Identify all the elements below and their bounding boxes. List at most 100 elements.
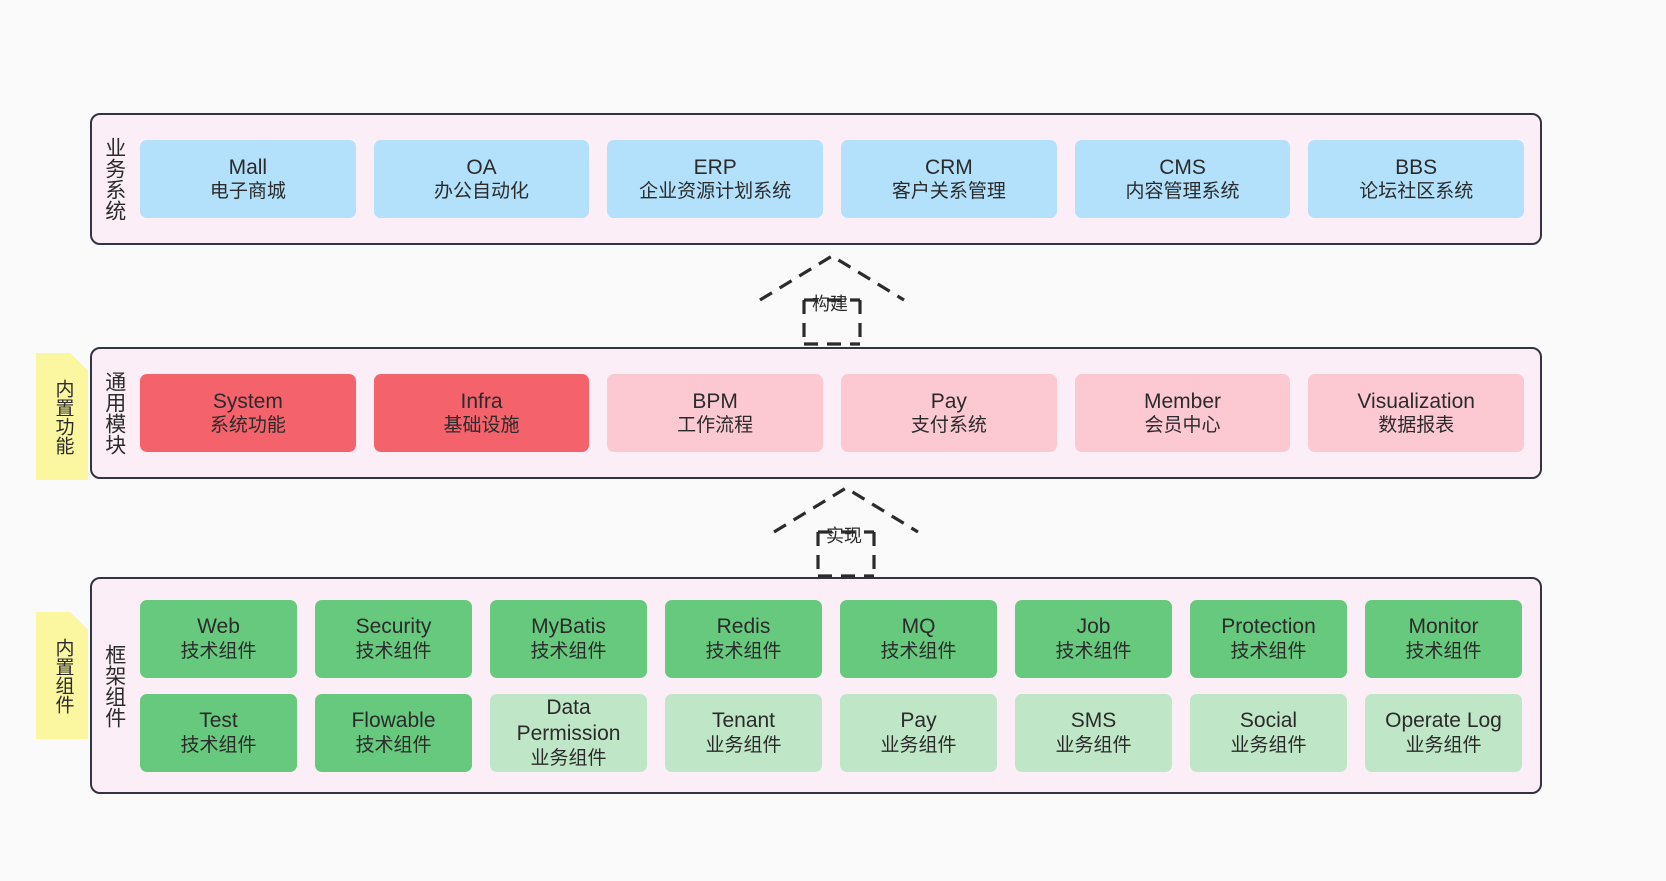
card-title: ERP xyxy=(693,155,737,179)
card-title: Infra xyxy=(460,389,503,413)
card-subtitle: 基础设施 xyxy=(443,415,520,437)
card-flowable[interactable]: Flowable 技术组件 xyxy=(315,693,472,772)
card-subtitle: 办公自动化 xyxy=(434,181,530,203)
card-title: Pay xyxy=(930,389,967,413)
layer-framework-components-label: 框架组件 xyxy=(102,643,126,728)
card-test[interactable]: Test 技术组件 xyxy=(140,693,297,772)
card-subtitle: 工作流程 xyxy=(677,415,754,437)
card-row: Test 技术组件 Flowable 技术组件 Data Permission … xyxy=(140,693,1522,772)
card-subtitle: 业务组件 xyxy=(1055,734,1132,756)
card-title: CMS xyxy=(1159,155,1206,179)
card-subtitle: 技术组件 xyxy=(180,734,257,756)
card-subtitle: 技术组件 xyxy=(705,640,782,662)
note-builtin-components[interactable]: 内置组件 xyxy=(36,612,88,739)
layer-framework-components[interactable]: 框架组件 Web 技术组件 Security 技术组件 MyBatis 技术组件… xyxy=(90,577,1542,794)
card-visualization[interactable]: Visualization 数据报表 xyxy=(1308,374,1525,452)
card-title: Flowable xyxy=(351,709,436,733)
layer-business-systems[interactable]: 业务系统 Mall 电子商城 OA 办公自动化 ERP 企业资源计划系统 CRM… xyxy=(90,113,1542,245)
card-data-permission[interactable]: Data Permission 业务组件 xyxy=(490,693,647,772)
card-subtitle: 技术组件 xyxy=(355,734,432,756)
card-row: System 系统功能 Infra 基础设施 BPM 工作流程 Pay 支付系统… xyxy=(140,374,1525,452)
card-row: Mall 电子商城 OA 办公自动化 ERP 企业资源计划系统 CRM 客户关系… xyxy=(140,140,1525,218)
card-title: Protection xyxy=(1221,615,1316,639)
card-subtitle: 会员中心 xyxy=(1144,415,1221,437)
card-subtitle: 系统功能 xyxy=(209,415,286,437)
card-title: Monitor xyxy=(1408,615,1479,639)
card-web[interactable]: Web 技术组件 xyxy=(140,599,297,678)
card-title: Member xyxy=(1144,389,1222,413)
card-subtitle: 业务组件 xyxy=(1230,734,1307,756)
layer-common-modules-body: System 系统功能 Infra 基础设施 BPM 工作流程 Pay 支付系统… xyxy=(136,349,1540,477)
card-title: BPM xyxy=(692,389,738,413)
note-builtin-features[interactable]: 内置功能 xyxy=(36,353,88,480)
arrow-build-label: 构建 xyxy=(812,294,848,314)
card-title: MQ xyxy=(901,615,936,639)
card-title: BBS xyxy=(1395,155,1438,179)
card-title: Social xyxy=(1239,709,1298,733)
card-system[interactable]: System 系统功能 xyxy=(140,374,356,452)
card-title: Job xyxy=(1076,615,1111,639)
card-subtitle: 业务组件 xyxy=(530,747,607,769)
card-operate-log[interactable]: Operate Log 业务组件 xyxy=(1365,693,1522,772)
card-title: SMS xyxy=(1070,709,1117,733)
card-mall[interactable]: Mall 电子商城 xyxy=(140,140,356,218)
card-oa[interactable]: OA 办公自动化 xyxy=(373,140,590,218)
card-subtitle: 企业资源计划系统 xyxy=(639,181,792,203)
card-subtitle: 论坛社区系统 xyxy=(1359,181,1474,203)
layer-business-systems-body: Mall 电子商城 OA 办公自动化 ERP 企业资源计划系统 CRM 客户关系… xyxy=(136,115,1540,243)
card-protection[interactable]: Protection 技术组件 xyxy=(1190,599,1347,678)
card-title: Operate Log xyxy=(1385,709,1502,733)
card-subtitle: 技术组件 xyxy=(1055,640,1132,662)
card-sms[interactable]: SMS 业务组件 xyxy=(1015,693,1172,772)
arrow-implement: 实现 xyxy=(766,480,926,580)
card-member[interactable]: Member 会员中心 xyxy=(1074,374,1291,452)
card-pay-business[interactable]: Pay 业务组件 xyxy=(840,693,997,772)
card-title: Web xyxy=(197,615,240,639)
card-subtitle: 支付系统 xyxy=(910,415,987,437)
card-job[interactable]: Job 技术组件 xyxy=(1015,599,1172,678)
card-subtitle: 技术组件 xyxy=(1230,640,1307,662)
note-builtin-features-label: 内置功能 xyxy=(52,378,74,455)
card-title: Tenant xyxy=(711,709,776,733)
card-row: Web 技术组件 Security 技术组件 MyBatis 技术组件 Redi… xyxy=(140,599,1522,678)
card-security[interactable]: Security 技术组件 xyxy=(315,599,472,678)
card-subtitle: 数据报表 xyxy=(1378,415,1455,437)
card-title: Security xyxy=(355,615,432,639)
card-subtitle: 技术组件 xyxy=(880,640,957,662)
card-mybatis[interactable]: MyBatis 技术组件 xyxy=(490,599,647,678)
layer-common-modules[interactable]: 通用模块 System 系统功能 Infra 基础设施 BPM 工作流程 Pay… xyxy=(90,347,1542,479)
card-title: OA xyxy=(466,155,497,179)
layer-framework-components-body: Web 技术组件 Security 技术组件 MyBatis 技术组件 Redi… xyxy=(136,579,1540,792)
card-mq[interactable]: MQ 技术组件 xyxy=(840,599,997,678)
card-erp[interactable]: ERP 企业资源计划系统 xyxy=(607,140,824,218)
card-title: Mall xyxy=(228,155,268,179)
card-tenant[interactable]: Tenant 业务组件 xyxy=(665,693,822,772)
card-title: System xyxy=(212,389,283,413)
generalization-arrow-icon xyxy=(773,486,919,578)
card-crm[interactable]: CRM 客户关系管理 xyxy=(841,140,1057,218)
arrow-build: 构建 xyxy=(752,248,912,348)
card-bpm[interactable]: BPM 工作流程 xyxy=(607,374,824,452)
card-subtitle: 业务组件 xyxy=(880,734,957,756)
card-subtitle: 技术组件 xyxy=(355,640,432,662)
card-infra[interactable]: Infra 基础设施 xyxy=(373,374,590,452)
card-subtitle: 业务组件 xyxy=(705,734,782,756)
generalization-arrow-icon xyxy=(759,254,905,346)
card-pay[interactable]: Pay 支付系统 xyxy=(841,374,1057,452)
card-title: Redis xyxy=(716,615,771,639)
card-subtitle: 技术组件 xyxy=(530,640,607,662)
card-subtitle: 技术组件 xyxy=(180,640,257,662)
card-social[interactable]: Social 业务组件 xyxy=(1190,693,1347,772)
card-bbs[interactable]: BBS 论坛社区系统 xyxy=(1308,140,1525,218)
card-subtitle: 内容管理系统 xyxy=(1125,181,1240,203)
card-redis[interactable]: Redis 技术组件 xyxy=(665,599,822,678)
card-subtitle: 技术组件 xyxy=(1405,640,1482,662)
card-title: CRM xyxy=(924,155,973,179)
card-title: Data Permission xyxy=(516,696,621,745)
card-title: Test xyxy=(199,709,238,733)
layer-business-systems-label: 业务系统 xyxy=(102,137,126,221)
card-monitor[interactable]: Monitor 技术组件 xyxy=(1365,599,1522,678)
card-cms[interactable]: CMS 内容管理系统 xyxy=(1074,140,1291,218)
card-subtitle: 业务组件 xyxy=(1405,734,1482,756)
